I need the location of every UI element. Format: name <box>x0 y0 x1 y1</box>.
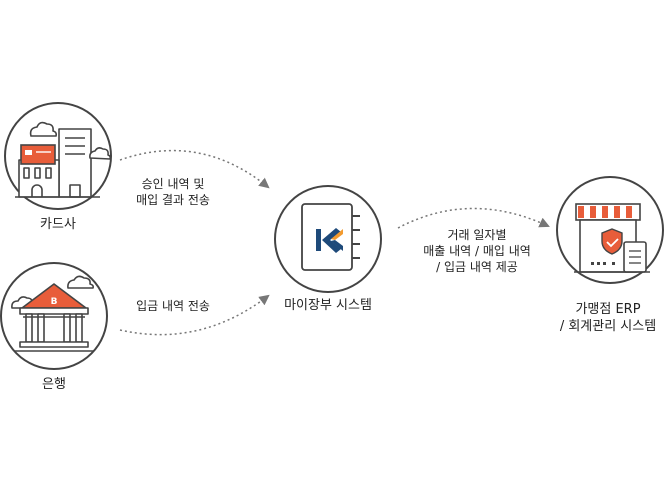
system-label-text: 마이장부 시스템 <box>284 298 372 313</box>
card-to-system-caption: 승인 내역 및 매입 결과 전송 <box>118 176 228 208</box>
erp-node <box>556 176 664 284</box>
system-label: 마이장부 시스템 <box>268 297 388 314</box>
bank-label-text: 은행 <box>42 377 66 392</box>
system-to-erp-caption-line3: / 입금 내역 제공 <box>436 260 518 274</box>
bank-roof-letter: B <box>51 297 58 307</box>
card-company-node <box>4 102 112 210</box>
card-company-label: 카드사 <box>18 216 98 233</box>
bank-to-system-caption: 입금 내역 전송 <box>118 298 228 314</box>
system-to-erp-caption: 거래 일자별 매출 내역 / 매입 내역 / 입금 내역 제공 <box>402 227 552 275</box>
erp-label-line1: 가맹점 ERP <box>575 302 641 317</box>
bank-node: B <box>0 262 108 370</box>
bank-label: 은행 <box>14 376 94 393</box>
card-to-system-caption-line1: 승인 내역 및 <box>141 177 205 191</box>
ledger-book-logo-icon <box>301 203 360 271</box>
arrow-system-to-erp <box>397 207 550 229</box>
card-company-building-icon <box>15 121 112 198</box>
erp-label: 가맹점 ERP / 회계관리 시스템 <box>548 301 668 335</box>
storefront-shield-icon <box>574 203 650 273</box>
system-node <box>274 185 382 293</box>
system-to-erp-caption-line1: 거래 일자별 <box>447 228 507 242</box>
system-to-erp-caption-line2: 매출 내역 / 매입 내역 <box>423 244 531 258</box>
bank-to-system-caption-line1: 입금 내역 전송 <box>136 299 210 313</box>
bank-circle <box>0 262 108 370</box>
erp-label-line2: / 회계관리 시스템 <box>559 319 657 334</box>
card-company-label-text: 카드사 <box>40 217 76 232</box>
bank-building-icon <box>11 275 94 352</box>
credit-card-icon <box>20 144 56 165</box>
card-to-system-caption-line2: 매입 결과 전송 <box>136 193 210 207</box>
